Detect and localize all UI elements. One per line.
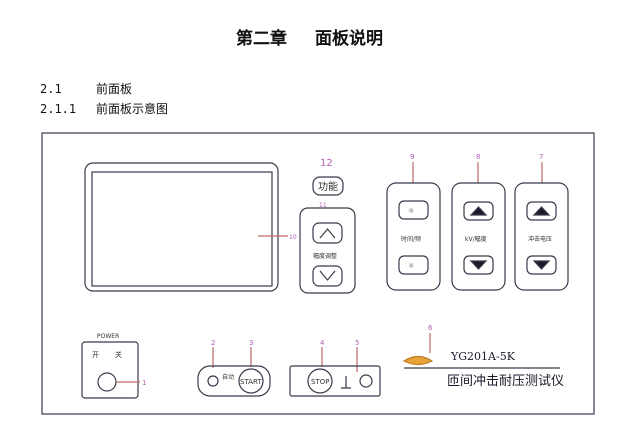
- group-9-frame: [386, 182, 441, 291]
- group-7-up-button[interactable]: [526, 201, 557, 221]
- adjust-group: [299, 207, 356, 294]
- stop-button[interactable]: [307, 368, 333, 394]
- group-8-up-button[interactable]: [463, 201, 494, 221]
- power-on-label: 开: [92, 351, 99, 359]
- chapter-number: 第二章: [236, 29, 287, 49]
- callout-12: 12: [320, 158, 333, 169]
- triangle-up-icon: [469, 206, 488, 216]
- callout-6: 6: [428, 324, 433, 332]
- adjust-down-button[interactable]: [312, 265, 343, 287]
- callout-1: 1: [142, 379, 146, 387]
- callout-10: 10: [289, 234, 297, 241]
- model-number: YG201A-5K: [450, 350, 516, 363]
- callout-8: 8: [476, 153, 480, 161]
- callout-11: 11: [319, 202, 327, 209]
- section-number: 2.1: [40, 82, 62, 96]
- product-name: 匝间冲击耐压测试仪: [447, 374, 564, 389]
- triangle-down-icon: [469, 260, 488, 270]
- section-2-1: 2.1 前面板: [40, 80, 132, 97]
- chevron-down-icon: [319, 270, 336, 281]
- panel-outline: [41, 132, 595, 415]
- callout-2: 2: [211, 339, 215, 347]
- group-7-label: 冲击电压: [528, 235, 552, 243]
- chapter-heading: 面板说明: [315, 29, 383, 49]
- display-bezel: [84, 162, 279, 292]
- callout-5: 5: [355, 339, 359, 347]
- triangle-down-icon: [532, 260, 551, 270]
- auto-label: 自动: [222, 373, 234, 381]
- adjust-up-button[interactable]: [312, 222, 343, 244]
- stop-block: [289, 365, 381, 397]
- power-off-label: 关: [115, 350, 122, 359]
- sun-icon: ☼: [408, 262, 414, 270]
- group-9-top-button[interactable]: [398, 200, 429, 220]
- power-switch[interactable]: [97, 372, 117, 392]
- ground-icon: [341, 376, 351, 389]
- callout-7: 7: [539, 153, 543, 161]
- section-title: 前面板示意图: [96, 102, 169, 116]
- start-block: [197, 365, 271, 397]
- callout-4: 4: [320, 339, 325, 347]
- section-number: 2.1.1: [40, 102, 77, 116]
- auto-indicator-lamp: [207, 375, 219, 387]
- stop-label: STOP: [311, 378, 329, 386]
- group-9-bottom-button[interactable]: [398, 255, 429, 275]
- group-7-frame: [514, 182, 569, 291]
- power-title: POWER: [97, 333, 119, 340]
- group-8-label: kV/幅度: [465, 235, 487, 243]
- triangle-up-icon: [532, 206, 551, 216]
- start-button[interactable]: [238, 368, 264, 394]
- output-terminal[interactable]: [359, 374, 373, 388]
- callout-9: 9: [410, 153, 414, 161]
- callout-3: 3: [249, 339, 253, 347]
- chapter-title: 第二章 面板说明: [0, 24, 619, 49]
- start-label: START: [240, 378, 262, 386]
- section-2-1-1: 2.1.1 前面板示意图: [40, 100, 168, 117]
- power-block: [81, 341, 139, 399]
- group-8-frame: [451, 182, 506, 291]
- group-8-down-button[interactable]: [463, 255, 494, 275]
- group-7-down-button[interactable]: [526, 255, 557, 275]
- company-logo-icon: [402, 355, 434, 366]
- sun-icon: ☼: [408, 207, 414, 215]
- group-9-label: 时间/频: [401, 235, 421, 243]
- function-button-label: 功能: [318, 180, 338, 193]
- section-title: 前面板: [96, 82, 133, 96]
- function-button[interactable]: [312, 176, 344, 196]
- display-screen: [91, 171, 273, 287]
- adjust-label: 幅度调整: [313, 252, 337, 260]
- chevron-up-icon: [319, 228, 336, 239]
